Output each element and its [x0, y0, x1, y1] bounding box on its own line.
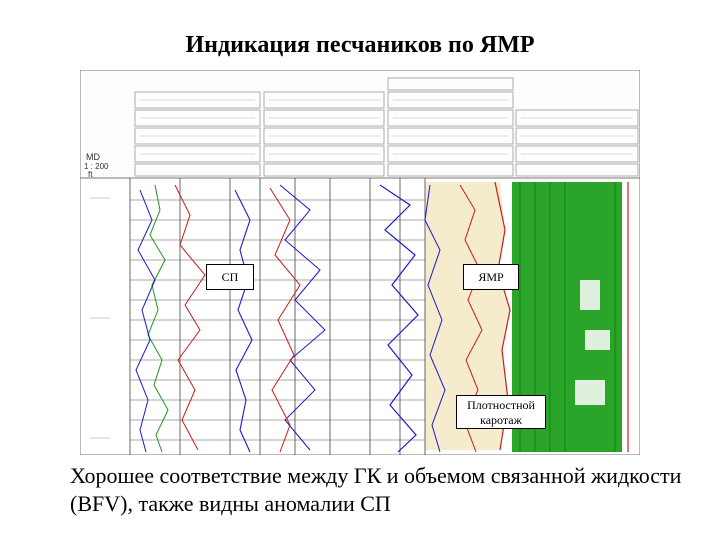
depth-scale-label: 1 : 200 [84, 162, 109, 171]
depth-unit-label: ft [88, 170, 93, 179]
well-log-panel: MD 1 : 200 ft [80, 70, 640, 455]
slide-title: Индикация песчаников по ЯМР [185, 32, 535, 58]
sp-callout: СП [206, 264, 254, 290]
density-log-callout: Плотностной каротаж [456, 395, 546, 429]
nmr-callout: ЯМР [463, 264, 519, 290]
depth-md-label: MD [86, 152, 100, 162]
slide-caption: Хорошее соответствие между ГК и объемом … [70, 463, 682, 516]
